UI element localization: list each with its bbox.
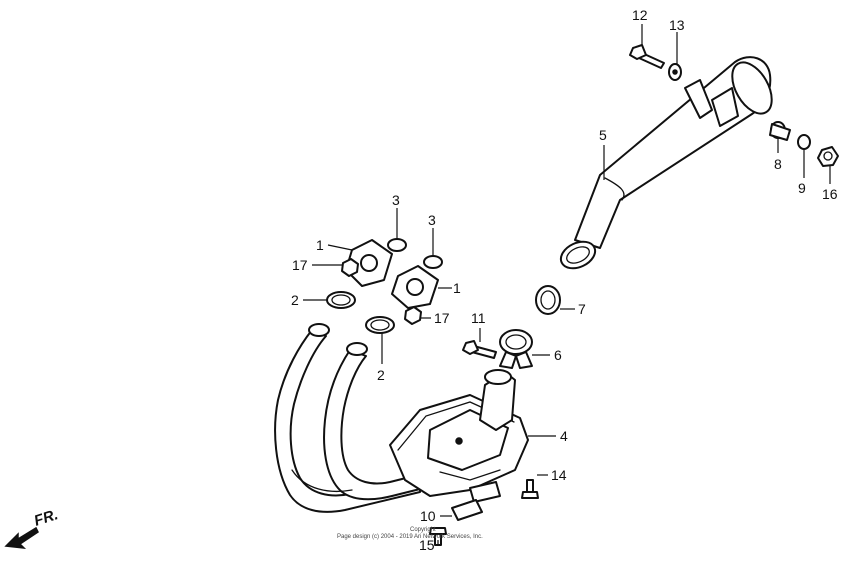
copyright-line-2: Page design (c) 2004 - 2019 Ari Network … [337,534,483,540]
callout-15: 15 [419,537,435,553]
joint-gasket [535,285,561,315]
callout-3: 3 [392,192,400,208]
callout-16: 16 [822,186,838,202]
callout-7: 7 [578,301,586,317]
callout-numbers: 1 1 2 2 3 3 4 5 6 7 8 9 10 11 12 13 14 1… [291,7,838,553]
muffler-mount-hardware [769,121,839,167]
callout-6: 6 [554,347,562,363]
callout-5: 5 [599,127,607,143]
callout-13: 13 [669,17,685,33]
muffler-mount-bolt [629,44,682,81]
front-label: FR. [32,506,60,530]
exhaust-band [499,329,533,369]
callout-2: 2 [377,367,385,383]
callout-17: 17 [292,257,308,273]
leader-lines [303,24,831,544]
callout-12: 12 [632,7,648,23]
copyright-line-1: Copyright [410,527,436,533]
chamber-mount-bolts [429,479,539,546]
muffler [559,56,773,270]
callout-1: 1 [316,237,324,253]
callout-14: 14 [551,467,567,483]
callout-17: 17 [434,310,450,326]
callout-11: 11 [471,310,486,326]
flange-nuts [341,258,422,325]
callout-8: 8 [774,156,782,172]
callout-2: 2 [291,292,299,308]
callout-10: 10 [420,508,436,524]
callout-9: 9 [798,180,806,196]
exhaust-flange-gaskets [345,238,443,309]
front-arrow-icon [4,526,39,549]
band-bolt [462,340,497,359]
callout-4: 4 [560,428,568,444]
exhaust-collars [326,291,395,334]
callout-3: 3 [428,212,436,228]
front-direction-indicator: FR. [4,506,60,549]
exhaust-chamber [389,369,529,503]
callout-1: 1 [453,280,461,296]
